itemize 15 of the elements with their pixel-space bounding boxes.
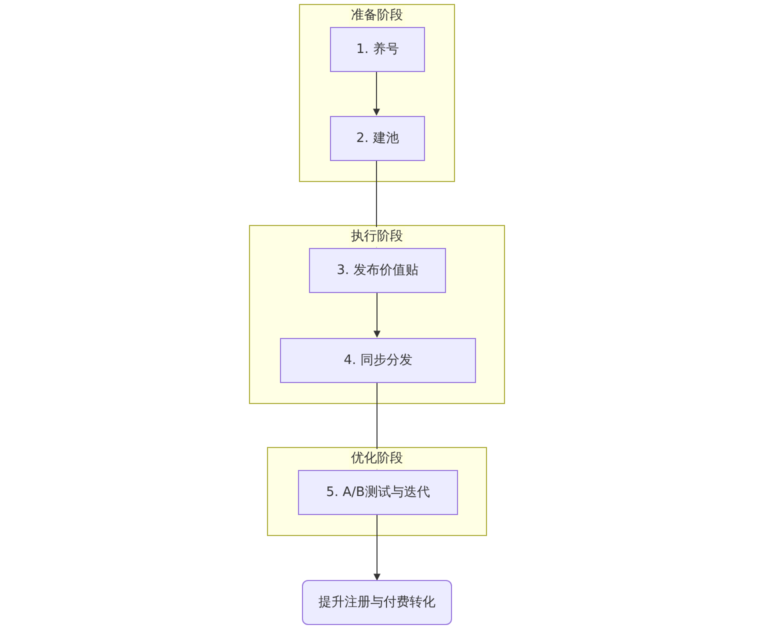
group-title: 执行阶段 bbox=[349, 227, 405, 246]
arrow bbox=[374, 292, 380, 338]
group-title: 优化阶段 bbox=[349, 449, 405, 468]
process-box: 4. 同步分发 bbox=[280, 338, 476, 383]
process-box: 3. 发布价值贴 bbox=[309, 248, 446, 293]
process-box: 5. A/B测试与迭代 bbox=[298, 470, 458, 515]
stage-group bbox=[267, 447, 487, 536]
arrow bbox=[373, 70, 380, 116]
stage-group bbox=[299, 4, 455, 182]
process-box: 提升注册与付费转化 bbox=[302, 580, 452, 625]
process-box: 2. 建池 bbox=[330, 116, 425, 161]
stage-group bbox=[249, 225, 505, 404]
arrow bbox=[374, 514, 380, 581]
group-title: 准备阶段 bbox=[349, 6, 405, 26]
process-box: 1. 养号 bbox=[330, 27, 425, 72]
